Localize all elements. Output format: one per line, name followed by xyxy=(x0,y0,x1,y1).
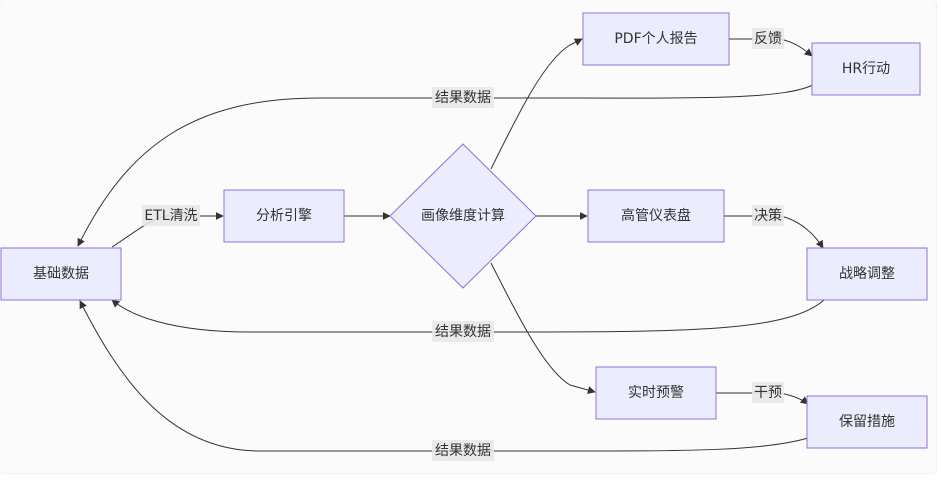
edge-label-result-3: 结果数据 xyxy=(435,443,491,459)
node-strategy-adjust-label: 战略调整 xyxy=(839,266,895,282)
node-realtime-alert-label: 实时预警 xyxy=(628,385,684,401)
edge-label-bg-result-2 xyxy=(432,321,494,342)
diagram-canvas: ETL清洗 反馈 决策 干预 结果数据 结果数据 结果数据 基础数据 分析引擎 xyxy=(0,12,928,461)
flowchart-diagram: ETL清洗 反馈 决策 干预 结果数据 结果数据 结果数据 基础数据 分析引擎 xyxy=(0,12,928,461)
edge-label-bg-decision xyxy=(752,205,784,226)
edge-label-result-1: 结果数据 xyxy=(435,90,491,106)
edge-label-bg-feedback xyxy=(752,28,784,49)
node-analysis-engine[interactable]: 分析引擎 xyxy=(223,189,345,243)
node-retention-measures-label: 保留措施 xyxy=(839,414,895,430)
edge-diamond-to-pdf xyxy=(490,38,583,170)
edge-label-bg-etl xyxy=(142,205,200,226)
node-base-data[interactable]: 基础数据 xyxy=(0,247,122,301)
node-hr-action-label: HR行动 xyxy=(842,61,890,77)
node-strategy-adjust[interactable]: 战略调整 xyxy=(806,247,928,301)
edge-label-bg-result-3 xyxy=(432,440,494,461)
edge-label-decision: 决策 xyxy=(754,207,782,224)
node-realtime-alert[interactable]: 实时预警 xyxy=(595,366,717,420)
edge-label-bg-intervene xyxy=(752,382,784,403)
edge-diamond-to-alert xyxy=(490,262,596,394)
node-exec-dashboard[interactable]: 高管仪表盘 xyxy=(587,189,725,243)
node-profile-calc-label: 画像维度计算 xyxy=(421,208,505,224)
edge-label-etl: ETL清洗 xyxy=(144,208,197,224)
edge-hr-to-base xyxy=(77,84,814,247)
node-exec-dashboard-label: 高管仪表盘 xyxy=(621,207,691,224)
node-pdf-report[interactable]: PDF个人报告 xyxy=(582,12,730,66)
node-profile-calc[interactable]: 画像维度计算 xyxy=(389,143,537,289)
edge-retention-to-base xyxy=(79,300,809,452)
edge-label-bg-result-1 xyxy=(432,87,494,108)
node-base-data-label: 基础数据 xyxy=(33,265,89,282)
node-analysis-engine-label: 分析引擎 xyxy=(256,208,312,224)
edge-label-result-2: 结果数据 xyxy=(435,324,491,340)
node-hr-action[interactable]: HR行动 xyxy=(811,42,921,96)
node-pdf-report-label: PDF个人报告 xyxy=(614,31,697,47)
edge-label-feedback: 反馈 xyxy=(754,31,782,47)
node-retention-measures[interactable]: 保留措施 xyxy=(806,395,928,449)
edge-strategy-to-base xyxy=(111,299,825,333)
edge-label-intervene: 干预 xyxy=(754,385,782,401)
